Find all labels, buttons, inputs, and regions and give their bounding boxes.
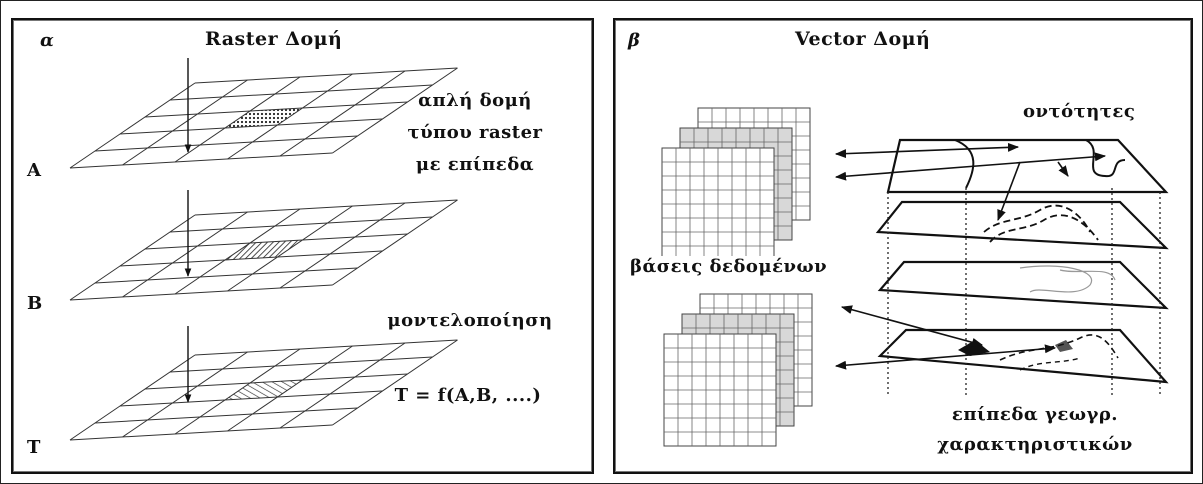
grid-line xyxy=(169,216,433,233)
vector-plane-3 xyxy=(877,260,1169,310)
layer-label-t: T xyxy=(27,437,41,458)
grid-line xyxy=(69,284,333,301)
vector-layers xyxy=(875,138,1169,384)
grid-line xyxy=(122,351,248,438)
raster-caption-line-2: τύπου raster xyxy=(407,122,543,143)
grid-line xyxy=(94,135,358,152)
panel-raster xyxy=(11,18,594,474)
grid-line xyxy=(69,214,196,301)
grid-line xyxy=(174,348,301,435)
vector-arrows xyxy=(834,142,1107,370)
grid-line xyxy=(169,356,433,373)
grid-line xyxy=(194,67,458,84)
grid-line xyxy=(279,70,406,157)
raster-layer-t xyxy=(69,339,458,441)
grid-line xyxy=(174,76,301,163)
grid-line xyxy=(194,199,458,216)
road-feature xyxy=(983,204,1099,243)
grid-line xyxy=(69,354,196,441)
highlighted-cell xyxy=(225,108,303,128)
layer-connectors xyxy=(887,188,1161,395)
grid-line xyxy=(122,79,248,166)
raster-layer-a xyxy=(69,67,458,169)
panel-b-title: Vector Δομή xyxy=(795,28,931,50)
grid-line xyxy=(119,250,383,267)
vector-plane-2 xyxy=(875,200,1169,250)
grid-line xyxy=(94,267,358,284)
panel-a-letter: α xyxy=(40,30,55,51)
faint-contour xyxy=(1019,265,1116,293)
grid-line xyxy=(279,202,406,289)
databases-label: βάσεις δεδομένων xyxy=(628,256,830,277)
raster-layer-b xyxy=(69,199,458,301)
grid-line xyxy=(94,407,358,424)
grid-line xyxy=(279,342,406,429)
grid-line xyxy=(69,152,333,169)
database-grid-stack-bottom xyxy=(663,293,813,447)
panel-a-title: Raster Δομή xyxy=(205,28,343,50)
grid-line xyxy=(332,339,458,426)
grid-line xyxy=(144,373,408,390)
grid-line xyxy=(69,82,196,169)
raster-caption-line-3: με επίπεδα xyxy=(415,154,535,175)
grid-line xyxy=(119,390,383,407)
vector-plane-4 xyxy=(877,328,1169,384)
raster-caption-line-1: απλή δομή xyxy=(418,90,532,111)
grid-line xyxy=(194,339,458,356)
layer-label-a: A xyxy=(27,160,42,181)
grid-line xyxy=(169,84,433,101)
grid-line xyxy=(332,67,458,154)
grid-line xyxy=(227,345,353,432)
modelling-label: μοντελοποίηση xyxy=(387,310,553,331)
grid-line xyxy=(174,208,301,295)
grid-line xyxy=(119,118,383,135)
grid-line xyxy=(122,211,248,298)
grid-line xyxy=(227,205,353,292)
layer-label-b: B xyxy=(27,293,43,314)
grid-line xyxy=(332,199,458,286)
grid-line xyxy=(144,101,408,118)
highlighted-cell xyxy=(225,380,303,400)
entities-label: οντότητες xyxy=(1020,101,1139,122)
grid-line xyxy=(69,424,333,441)
highlighted-cell xyxy=(225,240,303,260)
layers-caption-line-1: επίπεδα γεωγρ. xyxy=(951,404,1119,425)
panel-b-letter: β xyxy=(628,30,641,51)
vector-plane-1 xyxy=(886,138,1169,194)
layers-caption-line-2: χαρακτηριστικών xyxy=(937,434,1133,455)
database-grid-stack-top xyxy=(661,107,811,261)
formula: T = f(A,B, ....) xyxy=(394,385,542,406)
grid-line xyxy=(144,233,408,250)
grid-line xyxy=(227,73,353,160)
